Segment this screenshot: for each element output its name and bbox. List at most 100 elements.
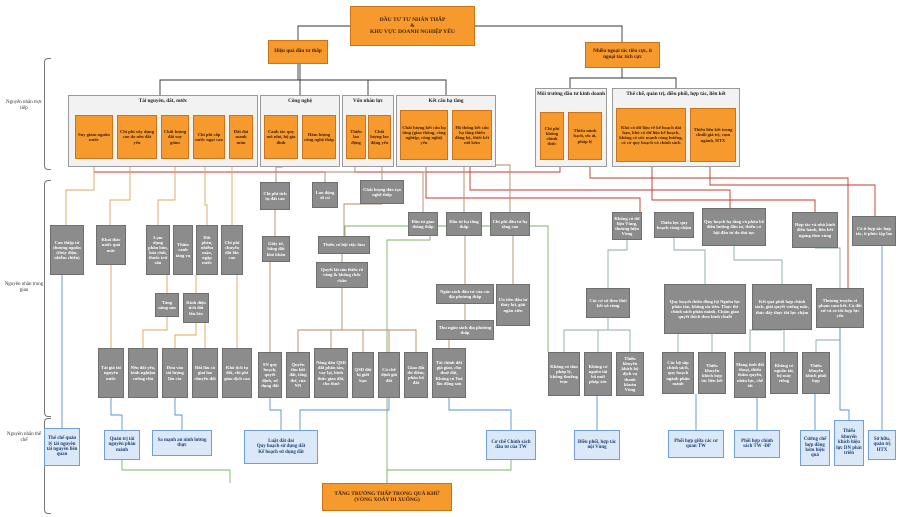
cause-node: Thiếu khuyến khích phối hợp	[802, 352, 830, 394]
connector-line	[204, 159, 208, 225]
brace-intermediate	[44, 180, 51, 417]
direct-node: Chất lượng kết cấu hạ tầng (giao thông, …	[400, 110, 448, 160]
connector-line	[299, 398, 390, 430]
intermediate-node: Thiếu lực quy hoạch vùng chậm	[654, 212, 694, 238]
cause-node: Tài giá tài nguyên nước	[98, 348, 124, 398]
cause-node: Thiếu khuyến khích bộ dịch vụ thanh khoả…	[616, 352, 644, 396]
connector-line	[607, 240, 628, 288]
direct-node: Thiếu liên kết trong chuỗi giá trị, cụm …	[690, 108, 736, 162]
section-label-intermediate: Nguyên nhân trung gian	[4, 282, 44, 293]
connector-line	[121, 460, 231, 483]
institution-node: Phối hợp giữa các cơ quan TW	[668, 430, 724, 458]
brace-direct	[44, 58, 51, 170]
connector-line	[142, 317, 168, 348]
group-governance-title: Thể chế, quản trị, điều phối, hợp tác, l…	[626, 91, 726, 97]
institution-node: Cơ chế Chính sách đầu tư của TW	[486, 430, 536, 460]
connector-line	[569, 68, 623, 88]
direct-node: Chi phí xây dựng cao do nền đất yếu	[117, 115, 157, 159]
intermediate-node: Các cơ sở theo thói kết xã vùng	[586, 288, 630, 318]
intermediate-node: Thâm canh tăng vụ	[173, 225, 193, 275]
cause-node: Khó tích tụ đất, chi phí giao dịch cao	[222, 348, 252, 398]
intermediate-node: Can thiệp từ thượng nguồn (thủy điện, nh…	[50, 225, 84, 275]
connector-line	[589, 160, 849, 288]
direct-node: Chi phí không chính thức	[540, 112, 564, 160]
direct-node: Hệ thống kết cấu hạ tầng thiếu đồng bộ, …	[452, 110, 492, 160]
connector-line	[386, 460, 512, 483]
intermediate-node: Quy hoạch hạ tầng và phân bổ điều hướng …	[702, 208, 766, 246]
intermediate-node: Giấy tờ, bằng đất khó khăn	[262, 236, 290, 262]
externalities-box: Nhiều ngoại tác tiêu cực, ít ngoại tác t…	[585, 42, 660, 68]
connector-line	[815, 247, 841, 288]
group-resources-title: Tài nguyên, đất, nước	[138, 98, 188, 104]
connector-line	[839, 328, 850, 420]
group-infrastructure-title: Kết cấu hạ tầng	[428, 98, 464, 104]
connector-line	[343, 203, 382, 236]
intermediate-node: Tăng nông sản	[155, 293, 179, 317]
connector-line	[297, 25, 350, 40]
connector-line	[109, 159, 131, 225]
intermediate-node: Đầu tư hạ tầng thấp	[446, 212, 482, 236]
connector-line	[733, 246, 783, 284]
connector-line	[110, 398, 123, 430]
intermediate-node: Quyết lài sản thiếu rõ ràng & không chắc…	[316, 262, 368, 288]
institution-node: Thể chế quản lý tài nguyên tài nguyên li…	[44, 428, 80, 466]
cause-node: SN quy hoạch, quyết định, sử dụng đất	[258, 352, 282, 398]
institution-node: Phối hợp chính sách TW -ĐP	[734, 430, 780, 458]
intermediate-node: Quy hoạch thiếu đồng bộ Nguồn lực phân t…	[664, 284, 746, 334]
connector-line	[622, 77, 677, 88]
cause-node: QSD đất bị giới hạn	[352, 352, 374, 398]
spiral-box: TĂNG TRƯỞNG THẤP TRONG QUÁ KHỨ (VÒNG XOÁ…	[322, 483, 452, 511]
intermediate-node: Ưu tiên đầu tư thủy lợi, giải ngân xiêu	[496, 284, 530, 326]
intermediate-node: Lạm dụng phân bón, hóa chất, thuốc trừ s…	[146, 225, 170, 275]
direct-node: Hàm lượng công nghệ thấp	[302, 115, 336, 159]
connector-line	[368, 79, 447, 95]
institution-node: Quản trị tài nguyên phân mảnh	[104, 430, 140, 460]
institution-node: Thiếu khuyến khích hiệu lực DN phát triể…	[834, 420, 864, 466]
direct-node: Thiếu lao động	[346, 115, 366, 159]
direct-node: Thiếu minh bạch, ưu ái, pháp lý	[568, 112, 602, 160]
connector-line	[174, 323, 197, 348]
intermediate-node: Khai thác nước quá mức	[96, 225, 126, 265]
direct-node: Khó có dữ liệu về kế hoạch dài hạn, khó …	[616, 108, 686, 162]
intermediate-node: Lao động di cư	[312, 182, 338, 208]
intermediate-node: Hợp tác và nhà kinh điều hành, liên kết …	[792, 212, 838, 248]
cause-node: Không có tầm pháp lý, không thường trực	[548, 352, 580, 396]
cause-node: Không có nguồn tài bổ mới pháp xúc	[584, 352, 612, 396]
institution-node: Sở hữu, quản trị HTX	[868, 430, 896, 460]
cause-node: Nông dân QSD đất phân tán, vay lại, bình…	[314, 348, 348, 398]
institution-node: Điều phối, hợp tác nội Vùng	[574, 430, 620, 460]
intermediate-node: Kinh diện tích đất lấn kín	[183, 293, 209, 323]
cause-node: Mang tính đối thoại, thiếu thẩm quyền, n…	[734, 352, 766, 398]
direct-node: Chất lượng lao động yếu	[368, 115, 391, 159]
direct-node: Chất lượng đất suy giảm	[161, 115, 189, 159]
institution-node: Sa mạnh an ninh lương thực	[152, 430, 212, 456]
intermediate-node: Thu ngân sách địa phương thấp	[436, 320, 494, 340]
intermediate-node: Chất lượng đào tạo nghề thấp	[360, 180, 404, 204]
connector-line	[448, 398, 512, 430]
intermediate-node: Kết quả phối hợp chính sách, giải quyết …	[752, 284, 812, 330]
connector-line	[469, 160, 731, 208]
intermediate-node: Ngân sách đầu tư của các địa phương thấp	[436, 284, 494, 304]
connector-line	[608, 329, 631, 352]
intermediate-node: Chi phí đầu tư hạ tầng cao	[490, 212, 530, 236]
institution-node: Cường chế hợp đồng kém hiệu quả	[800, 430, 830, 466]
connector-line	[815, 328, 841, 352]
connector-line	[65, 159, 95, 225]
connector-line	[563, 318, 609, 352]
goal-box: ĐẦU TƯ TƯ NHÂN THẤP & KHU VỰC DOANH NGHI…	[350, 6, 475, 46]
connector-line	[269, 398, 282, 430]
efficiency-box: Hiệu quả đầu tư thấp	[268, 40, 328, 64]
group-human-title: Vốn nhân lực	[353, 98, 383, 104]
intermediate-node: Đất phèn, nhiễm mặn, ngập nước	[196, 225, 218, 275]
connector-line	[651, 162, 816, 212]
direct-node: Chi phí cấp nước ngọt cao	[193, 115, 225, 159]
direct-node: Canh tác quy mô nhỏ, hộ gia đình	[264, 115, 298, 159]
cause-node: Không có nguồn tài, bộ máy riêng	[770, 352, 798, 394]
cause-node: Các bộ sắp chính sách, quy hoạch ngành p…	[662, 352, 694, 394]
section-label-institutional: Nguyên nhân thể chế	[6, 432, 42, 443]
cause-node: Đưa vào tài lượng lâu các	[162, 348, 188, 398]
cause-node: Tài chính đất giá giao, cho thuê đất, Kh…	[432, 348, 466, 398]
connector-line	[298, 329, 417, 352]
connector-line	[159, 64, 299, 95]
direct-node: Suy giảm nguồn nước	[75, 115, 113, 159]
